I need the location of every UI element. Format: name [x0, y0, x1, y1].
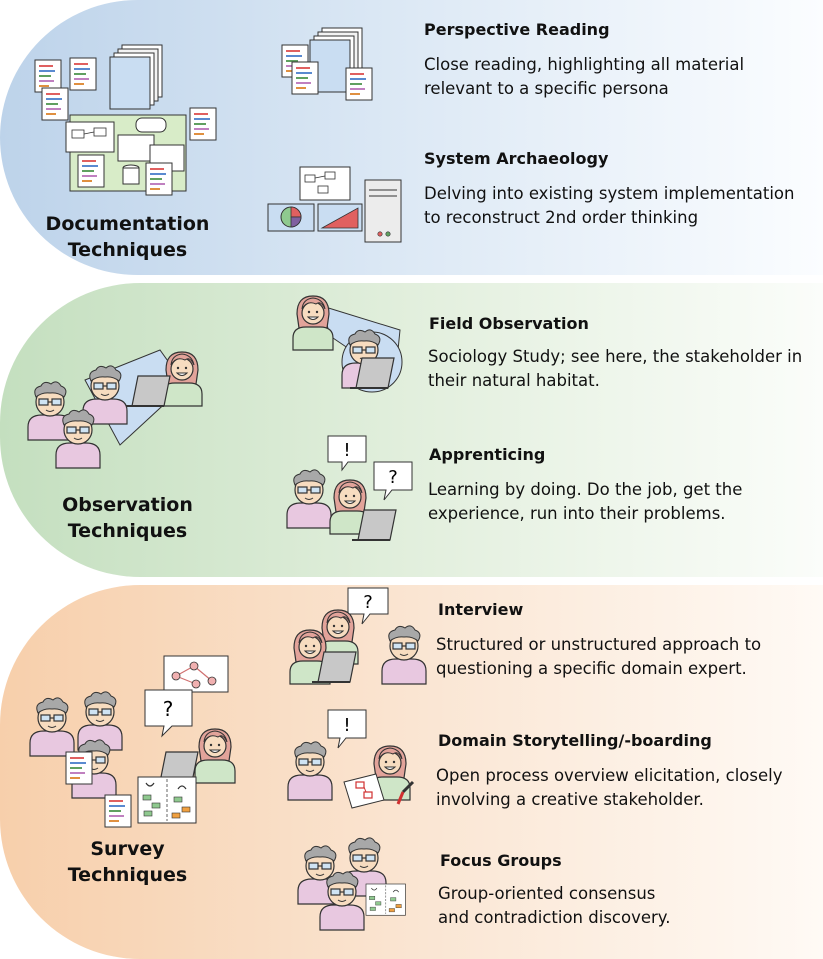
question-bubble: ?	[373, 461, 413, 501]
category-line: Techniques	[67, 864, 188, 886]
apprenticing-icon: ! ?	[286, 435, 413, 541]
question-mark: ?	[163, 697, 174, 721]
technique-title: Apprenticing	[429, 445, 546, 464]
exclaim-bubble: !	[327, 435, 367, 472]
technique-title: Field Observation	[429, 314, 589, 333]
question-mark: ?	[363, 592, 373, 613]
technique-desc: Learning by doing. Do the job, get the e…	[428, 480, 743, 523]
technique-title: Interview	[438, 600, 524, 619]
question-bubble: ?	[144, 689, 193, 738]
category-line: Techniques	[67, 239, 188, 261]
category-survey: Survey Techniques	[40, 836, 215, 888]
technique-desc: Structured or unstructured approach to q…	[436, 635, 762, 678]
category-line: Observation	[62, 494, 193, 516]
field-observation-icon	[292, 295, 403, 393]
documentation-illustration	[34, 44, 217, 196]
technique-desc: Group-oriented consensus and contradicti…	[438, 884, 671, 927]
technique-desc: Sociology Study; see here, the stakehold…	[428, 347, 803, 390]
survey-illustration: ?	[29, 655, 236, 828]
category-documentation: Documentation Techniques	[40, 211, 215, 263]
exclaim-mark: !	[343, 440, 350, 461]
category-line: Documentation	[45, 213, 210, 235]
category-line: Techniques	[67, 520, 188, 542]
observation-band	[0, 283, 823, 577]
question-bubble: ?	[347, 587, 389, 625]
category-observation: Observation Techniques	[40, 492, 215, 544]
perspective-reading-icon	[281, 27, 373, 101]
system-archaeology-icon	[267, 166, 402, 243]
domain-storytelling-icon: !	[287, 709, 415, 809]
exclaim-mark: !	[343, 715, 350, 736]
technique-title: System Archaeology	[424, 149, 609, 168]
question-mark: ?	[388, 467, 398, 488]
technique-title: Focus Groups	[440, 851, 562, 870]
technique-desc: Delving into existing system implementat…	[424, 184, 795, 227]
focus-groups-icon	[297, 837, 406, 931]
category-line: Survey	[90, 838, 165, 860]
technique-title: Domain Storytelling/-boarding	[438, 731, 712, 750]
observation-illustration	[27, 349, 203, 469]
technique-desc: Close reading, highlighting all material…	[424, 55, 745, 98]
interview-icon: ?	[289, 587, 427, 685]
technique-desc: Open process overview elicitation, close…	[436, 766, 783, 809]
exclaim-bubble: !	[327, 709, 367, 749]
technique-title: Perspective Reading	[424, 20, 610, 39]
